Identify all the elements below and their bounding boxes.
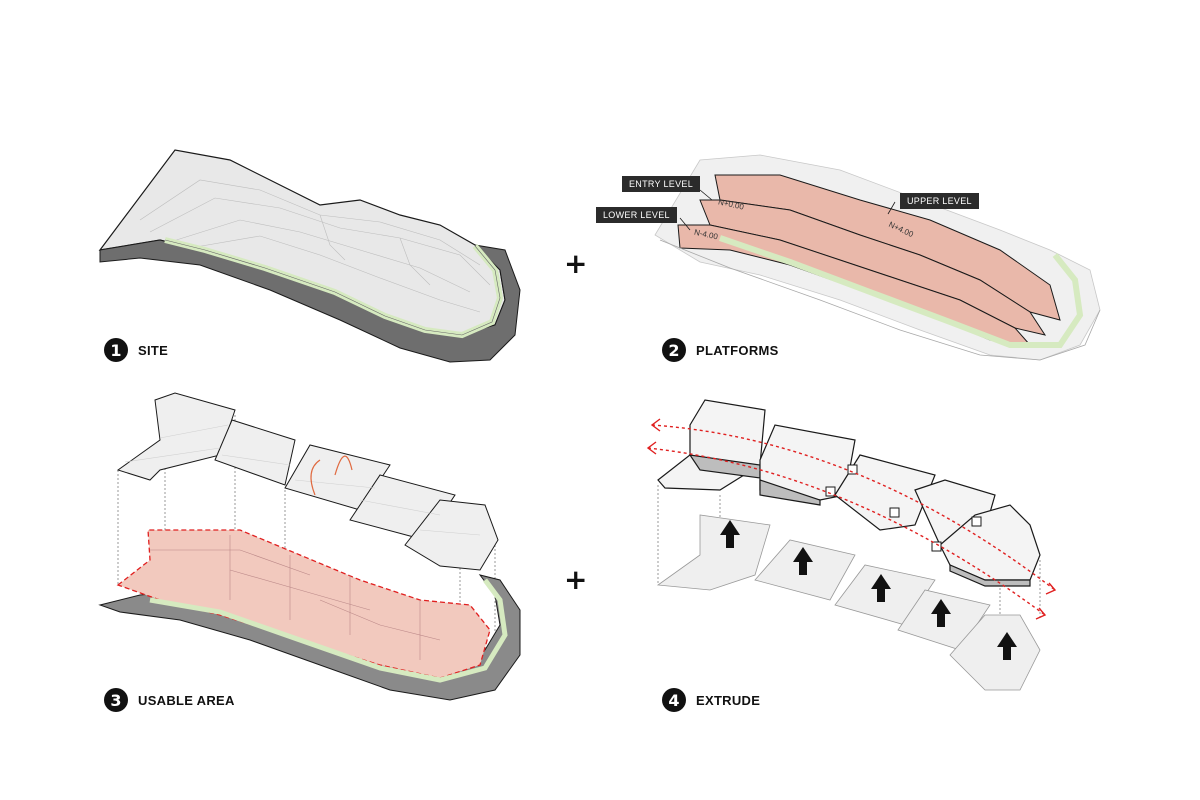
extrude-model — [646, 399, 1057, 691]
step-extrude: 4 EXTRUDE — [662, 688, 760, 712]
platforms-model — [654, 154, 1101, 361]
upper-level-tag: UPPER LEVEL — [900, 193, 979, 209]
step-number-badge: 2 — [662, 338, 686, 362]
step-label: EXTRUDE — [696, 692, 761, 708]
step-number-badge: 4 — [662, 688, 686, 712]
lower-level-tag: LOWER LEVEL — [596, 207, 677, 223]
step-site: 1 SITE — [104, 338, 168, 362]
site-model — [98, 149, 521, 363]
step-label: PLATFORMS — [696, 342, 779, 358]
step-usable-area: 3 USABLE AREA — [104, 688, 235, 712]
plus-operator-top: + — [564, 247, 588, 280]
entry-level-tag: ENTRY LEVEL — [622, 176, 700, 192]
step-platforms: 2 PLATFORMS — [662, 338, 779, 362]
step-number-badge: 3 — [104, 688, 128, 712]
plus-operator-bottom: + — [564, 563, 588, 596]
step-label: SITE — [138, 342, 169, 358]
usable-area-model — [98, 392, 521, 701]
step-number-badge: 1 — [104, 338, 128, 362]
step-label: USABLE AREA — [138, 692, 235, 708]
